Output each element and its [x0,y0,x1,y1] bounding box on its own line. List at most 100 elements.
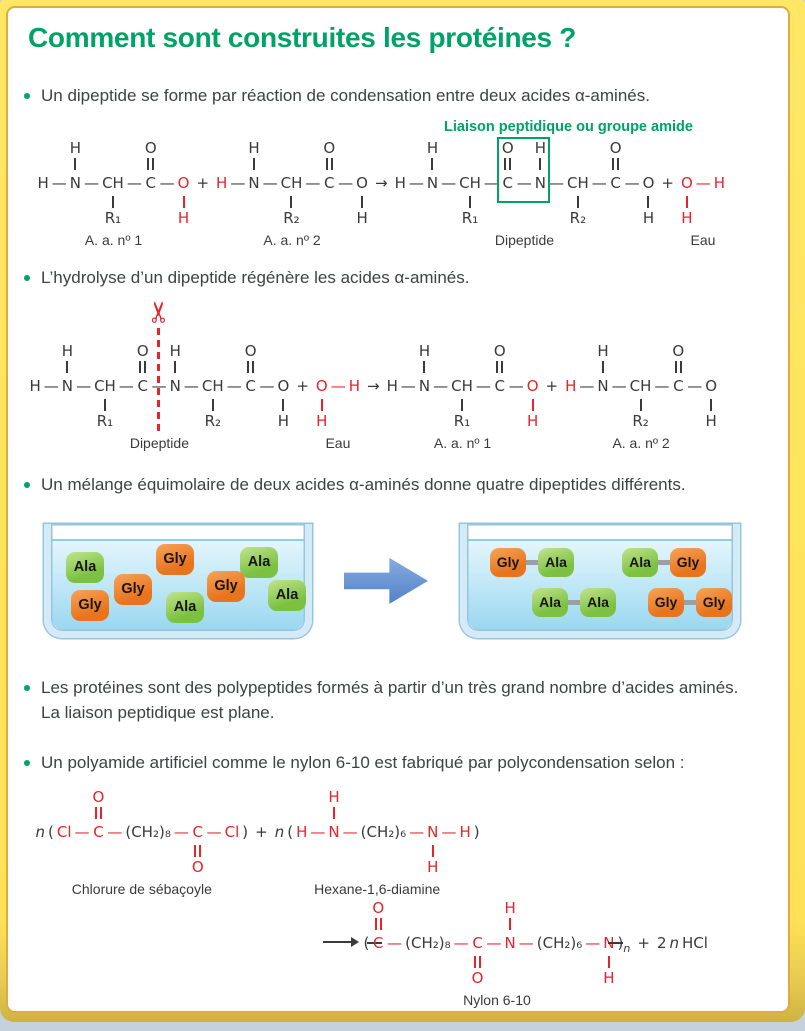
molecule-row: + [295,340,311,432]
atom-label: H [427,857,439,876]
atom-main: n [669,933,679,952]
bullet-item-hydrolysis: L’hydrolyse d’un dipeptide régénère les … [24,266,772,291]
atom-bottom: H [316,398,327,432]
bond [282,399,285,412]
atom-top: O [502,137,514,171]
atom-label: H [169,342,181,361]
atom-main: — [486,933,502,952]
atom [322,897,359,989]
bond: — [509,340,524,432]
atom: + [196,137,209,229]
atom-label: O [92,787,105,806]
bond: — [484,137,499,229]
atom-main: — [548,173,564,192]
molecule-caption: Dipeptide [494,231,555,248]
atom: n [669,897,679,989]
bond: — [227,340,242,432]
atom: Cl [57,786,72,878]
molecule-caption: A. a. nº 1 [84,231,143,248]
molecule-caption: A. a. nº 1 [433,435,492,452]
atom-main: (CH₂)₆ [360,822,407,841]
atom-main: — [107,822,123,841]
atom-main: C [494,377,506,396]
bond [461,399,463,412]
atom-main: N [248,173,260,192]
op-plus: + [660,137,676,229]
atom: (CH₂)₈ [405,897,450,989]
bond: — [409,786,424,878]
amino-acid-chip: Gly [114,573,152,605]
atom-main: H [565,377,577,396]
bond: — [579,340,594,432]
atom-main: + [637,933,650,952]
atom-label: H [705,412,717,431]
atom-main: C [145,173,156,192]
atom-label: H [681,208,693,227]
atom-label: H [418,342,431,361]
atom-main: + [255,822,268,841]
bond [320,399,323,412]
bullet-item-melange: Un mélange équimolaire de deux acides α-… [24,473,772,498]
atom: H [565,340,576,432]
bond [531,399,534,412]
atom-bottom: O [192,844,204,878]
atom: + [637,897,650,989]
op-long-arrow [321,897,359,989]
molecule-caption: Eau [690,231,716,248]
bullet-text-line2: La liaison peptidique est plane. [41,702,275,722]
atom-main: H [459,822,471,841]
cut-line [157,328,161,433]
atom-main: + [661,173,674,192]
atom-main: + [545,377,559,396]
atom-main: N [69,173,82,192]
bullet-item-condensation: Un dipeptide se forme par réaction de co… [24,84,772,109]
peptide-link [654,559,674,565]
bond: — [44,340,59,432]
molecule-caption: A. a. nº 2 [263,231,321,248]
atom-top: H [597,340,609,374]
atom-main: Cl [224,822,240,841]
bond: — [696,137,711,229]
atom-main: C [502,173,514,192]
atom-label: R₂ [632,412,649,431]
atom-main: — [173,822,189,841]
atom-top: O [137,340,149,374]
bond [174,361,177,374]
atom-main: CH [566,173,589,192]
molecule-row: → [373,137,389,229]
atom-main: C [192,822,203,841]
molecule-caption: Eau [325,435,351,452]
atom-main: — [585,933,601,952]
bond [431,157,434,170]
amino-acid-chip: Gly [156,543,194,575]
atom: (CH₂)₆ [361,786,406,878]
amino-acid-chip: Ala [268,579,306,611]
amino-acid-chip: Gly [490,547,526,577]
atom-main: — [518,933,534,952]
atom: ( [287,786,293,878]
atom-top: O [372,897,384,931]
amino-acid-chip: Gly [207,570,245,602]
bond [639,399,642,412]
atom-main: C [610,173,621,192]
amino-acid-chip: Ala [240,546,278,578]
atom-main: — [51,173,67,192]
atom-main: N [61,377,74,396]
amino-acid-chip: Gly [71,589,109,621]
op-plus: + [544,340,560,432]
bond [361,195,364,208]
atom-bottom: R₂ [570,195,586,229]
